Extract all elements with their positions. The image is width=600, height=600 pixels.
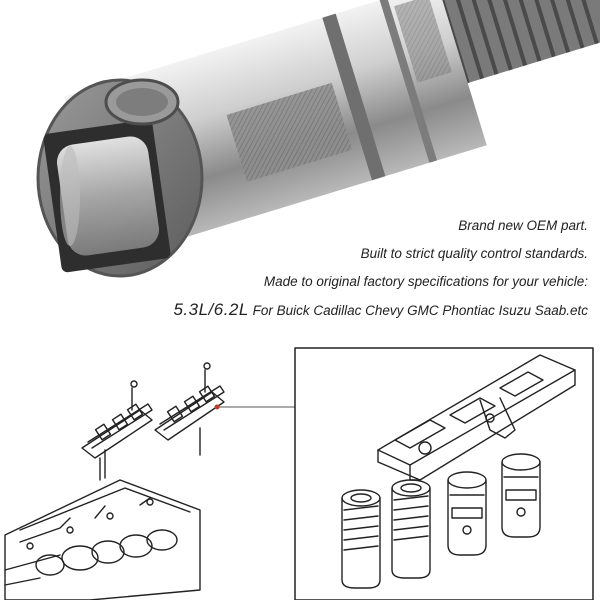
detail-lifter-2-drawing — [391, 479, 431, 579]
lifter-guide-right-drawing — [154, 362, 225, 456]
vehicle-list: For Buick Cadillac Chevy GMC Phontiac Is… — [248, 303, 588, 318]
engine-size: 5.3L/6.2L — [173, 300, 249, 319]
detail-box — [294, 347, 594, 600]
installation-diagram — [4, 347, 594, 600]
description-line-1: Brand new OEM part. — [458, 218, 588, 233]
description-line-2: Built to strict quality control standard… — [360, 246, 588, 261]
lifter-guide-left-drawing — [81, 380, 153, 459]
callout-dot — [214, 404, 220, 410]
detail-lifter-1-drawing — [341, 489, 381, 589]
detail-lifter-4-drawing — [501, 453, 541, 538]
product-description: Brand new OEM part. Built to strict qual… — [68, 212, 588, 325]
detail-lifter-3-drawing — [447, 471, 487, 556]
fitment-line: 5.3L/6.2L For Buick Cadillac Chevy GMC P… — [68, 296, 588, 325]
engine-block-drawing — [4, 449, 201, 600]
lifter-closeup-photo — [36, 0, 600, 278]
description-line-3: Made to original factory specifications … — [263, 274, 588, 289]
detail-lifter-guide-drawing — [377, 354, 576, 481]
